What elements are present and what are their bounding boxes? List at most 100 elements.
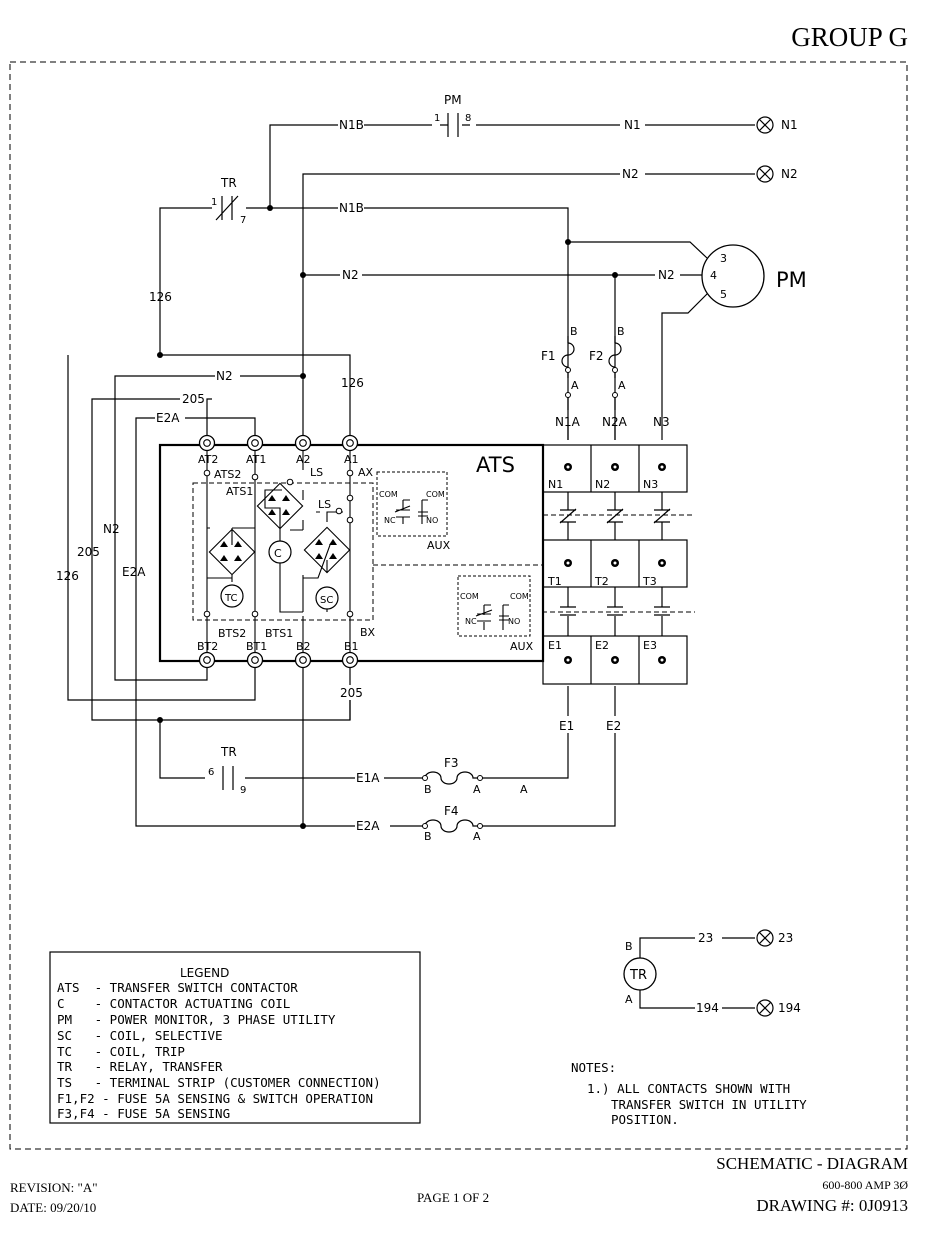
label-t2: T2 — [594, 575, 609, 588]
notes-heading: NOTES: — [571, 1060, 616, 1075]
label-e2a-vertical: E2A — [122, 565, 146, 579]
label-205-vertical: 205 — [77, 545, 100, 559]
pm-monitor-symbol — [701, 244, 765, 308]
label-bt1: BT1 — [246, 640, 267, 653]
label-ts-e1: E1 — [548, 639, 562, 652]
label-f3: F3 — [444, 756, 459, 770]
label-aux1-com-left: COM — [379, 490, 398, 499]
label-coil-sc: SC — [320, 595, 333, 606]
label-aux1-no: NO — [426, 516, 438, 525]
terminal-a2 — [294, 434, 312, 452]
label-bts1: BTS1 — [265, 627, 293, 640]
label-f1: F1 — [541, 349, 556, 363]
label-tr-7: 7 — [240, 215, 246, 226]
label-23-wire: 23 — [698, 931, 713, 945]
label-f2: F2 — [589, 349, 604, 363]
junction-nodes — [157, 205, 618, 829]
legend-entry: F1,F2 - FUSE 5A SENSING & SWITCH OPERATI… — [57, 1091, 373, 1106]
label-coil-tc: TC — [224, 593, 238, 604]
label-f4-b: B — [424, 830, 432, 843]
drawing-title: SCHEMATIC - DIAGRAM — [716, 1154, 908, 1173]
label-f2-b: B — [617, 325, 625, 338]
label-a1: A1 — [344, 453, 359, 466]
label-pm-contact: PM — [444, 93, 462, 107]
label-tr-6: 6 — [208, 767, 214, 778]
label-e2a-top: E2A — [156, 411, 180, 425]
date: DATE: 09/20/10 — [10, 1200, 97, 1215]
label-ls-top: LS — [310, 466, 323, 479]
label-pm-pin5: 5 — [720, 288, 727, 301]
label-bx: BX — [360, 626, 376, 639]
label-aux-upper: AUX — [427, 539, 451, 552]
label-tr-9: 9 — [240, 785, 246, 796]
label-bt2: BT2 — [197, 640, 218, 653]
legend-entry: PM - POWER MONITOR, 3 PHASE UTILITY — [57, 1012, 336, 1027]
label-n2-wire: N2 — [622, 167, 639, 181]
label-n2-left: N2 — [216, 369, 233, 383]
label-pm-monitor: PM — [776, 268, 807, 292]
label-205-bottom: 205 — [340, 686, 363, 700]
notes: NOTES: 1.) ALL CONTACTS SHOWN WITH TRANS… — [571, 1060, 807, 1127]
label-contact-8: 8 — [465, 113, 471, 124]
label-at1: AT1 — [246, 453, 266, 466]
ats-dashed-link — [373, 514, 695, 613]
label-e2a-bottom: E2A — [356, 819, 380, 833]
label-ts-n1: N1 — [548, 478, 563, 491]
label-n1a: N1A — [555, 415, 581, 429]
aux-box-lower — [457, 575, 531, 637]
drawing-number: DRAWING #: 0J0913 — [756, 1196, 908, 1215]
label-ats2: ATS2 — [214, 468, 241, 481]
label-ls-mid: LS — [318, 498, 331, 511]
aux-contacts — [394, 499, 509, 630]
label-ts-e3: E3 — [643, 639, 657, 652]
label-aux1-nc: NC — [384, 516, 396, 525]
ats-inner-dashed — [192, 482, 374, 621]
label-n2a: N2A — [602, 415, 628, 429]
label-205-top: 205 — [182, 392, 205, 406]
label-coil-c: C — [274, 547, 282, 560]
legend-box — [49, 951, 421, 1124]
note-line: 1.) ALL CONTACTS SHOWN WITH — [587, 1081, 790, 1096]
legend-entry: TC - COIL, TRIP — [57, 1044, 185, 1059]
legend-entry: SC - COIL, SELECTIVE — [57, 1028, 223, 1043]
label-e1a: E1A — [356, 771, 380, 785]
terminal-b2 — [294, 651, 312, 669]
label-pm-pin4: 4 — [710, 269, 717, 282]
label-194-lamp: 194 — [778, 1001, 801, 1015]
label-aux2-com-left: COM — [460, 592, 479, 601]
label-tr-coil: TR — [629, 968, 647, 983]
ats-internal-wiring — [206, 448, 351, 652]
legend-title: LEGEND — [180, 966, 229, 980]
label-126-a1: 126 — [341, 376, 364, 390]
label-194-wire: 194 — [696, 1001, 719, 1015]
border-frame — [9, 61, 908, 1150]
label-pm-pin3: 3 — [720, 252, 727, 265]
label-aux-lower: AUX — [510, 640, 534, 653]
label-tr-coil-a: A — [625, 993, 633, 1006]
label-ats1: ATS1 — [226, 485, 253, 498]
label-contact-1: 1 — [434, 113, 440, 124]
label-n1b-top: N1B — [339, 118, 364, 132]
label-n1-wire: N1 — [624, 118, 641, 132]
label-126-vertical: 126 — [56, 569, 79, 583]
page-number: PAGE 1 OF 2 — [417, 1190, 490, 1205]
terminal-b1 — [341, 651, 359, 669]
terminal-at1 — [246, 434, 264, 452]
note-line: POSITION. — [611, 1112, 679, 1127]
lamp-23-icon — [756, 929, 774, 947]
label-f1-b: B — [570, 325, 578, 338]
note-line: TRANSFER SWITCH IN UTILITY — [611, 1097, 807, 1112]
label-n2-lamp: N2 — [781, 167, 798, 181]
label-126-top: 126 — [149, 290, 172, 304]
label-a2: A2 — [296, 453, 311, 466]
label-aux2-com-right: COM — [510, 592, 529, 601]
revision: REVISION: "A" — [10, 1180, 98, 1195]
wiring — [67, 113, 755, 1009]
legend-entry: C - CONTACTOR ACTUATING COIL — [57, 996, 290, 1011]
coil-sc-symbol — [315, 586, 339, 610]
legend-entries: ATS - TRANSFER SWITCH CONTACTOR C - CONT… — [57, 980, 381, 1121]
label-e1a-right-a: A — [520, 783, 528, 796]
tr-relay-coil-symbol — [623, 957, 657, 991]
legend-entry: ATS - TRANSFER SWITCH CONTACTOR — [57, 980, 298, 995]
label-aux2-nc: NC — [465, 617, 477, 626]
